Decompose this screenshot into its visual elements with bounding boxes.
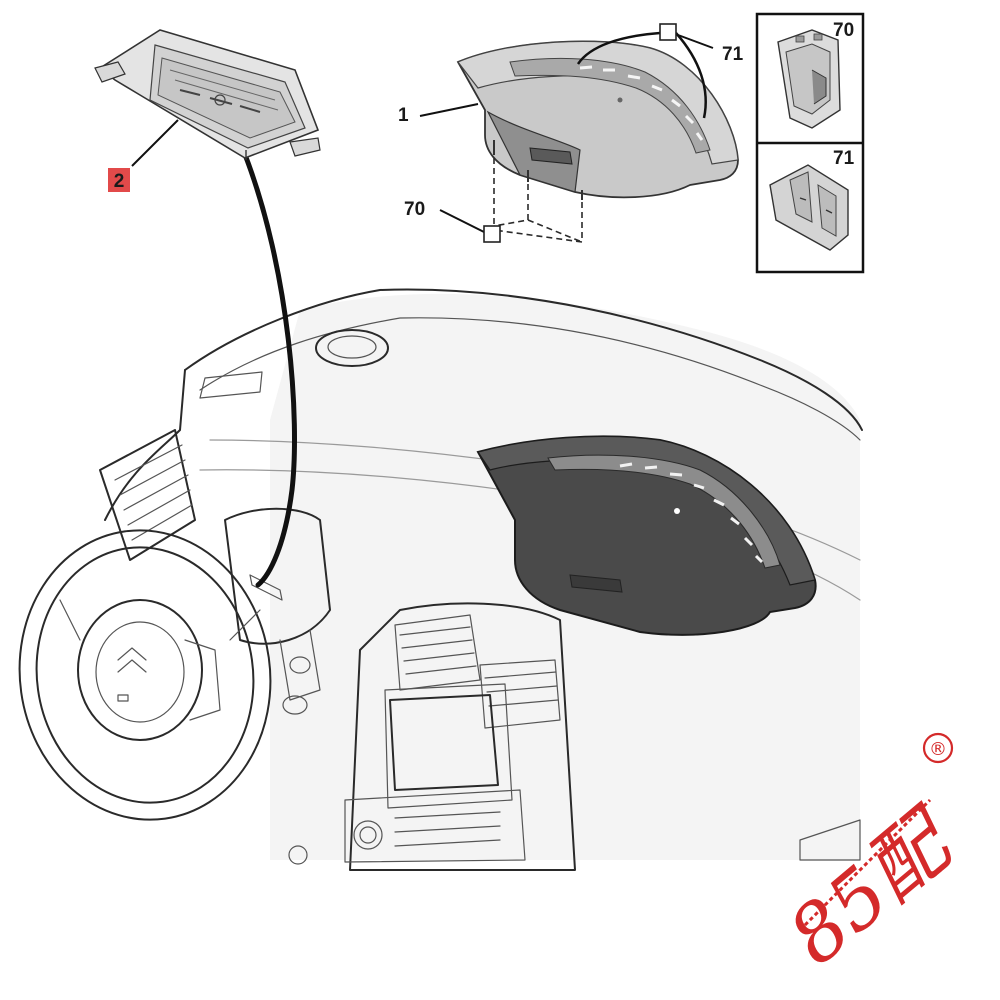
leader-71-right <box>675 32 707 119</box>
callout-71-box <box>659 23 677 41</box>
registered-mark: ® <box>929 739 947 760</box>
steering-wheel <box>18 529 272 821</box>
callout-1-label: 1 <box>398 105 409 126</box>
callout-71-leader <box>677 34 714 49</box>
leader-line-cluster <box>241 149 297 588</box>
callout-70-box <box>483 225 501 243</box>
display-unit-installed <box>476 435 817 636</box>
center-console <box>288 602 576 871</box>
inset-clip-71 <box>769 164 849 251</box>
callout-2-label: 2 <box>114 171 125 192</box>
display-unit-part <box>456 40 739 200</box>
callout-2-highlight <box>108 168 130 192</box>
inset-clip-70 <box>777 29 841 129</box>
callout-1-leader <box>419 103 479 117</box>
callout-70-leader <box>439 209 485 233</box>
leader-71-left <box>576 31 661 65</box>
instrument-cluster-part <box>94 29 321 160</box>
inset-71-label: 71 <box>833 148 855 169</box>
callout-70-label: 70 <box>404 199 425 220</box>
dashboard-scene <box>18 288 863 871</box>
leader-line-2 <box>131 119 179 167</box>
inset-70-label: 70 <box>833 20 854 41</box>
inset-panel: 70 71 <box>755 12 865 274</box>
callout-71-label: 71 <box>722 44 744 65</box>
